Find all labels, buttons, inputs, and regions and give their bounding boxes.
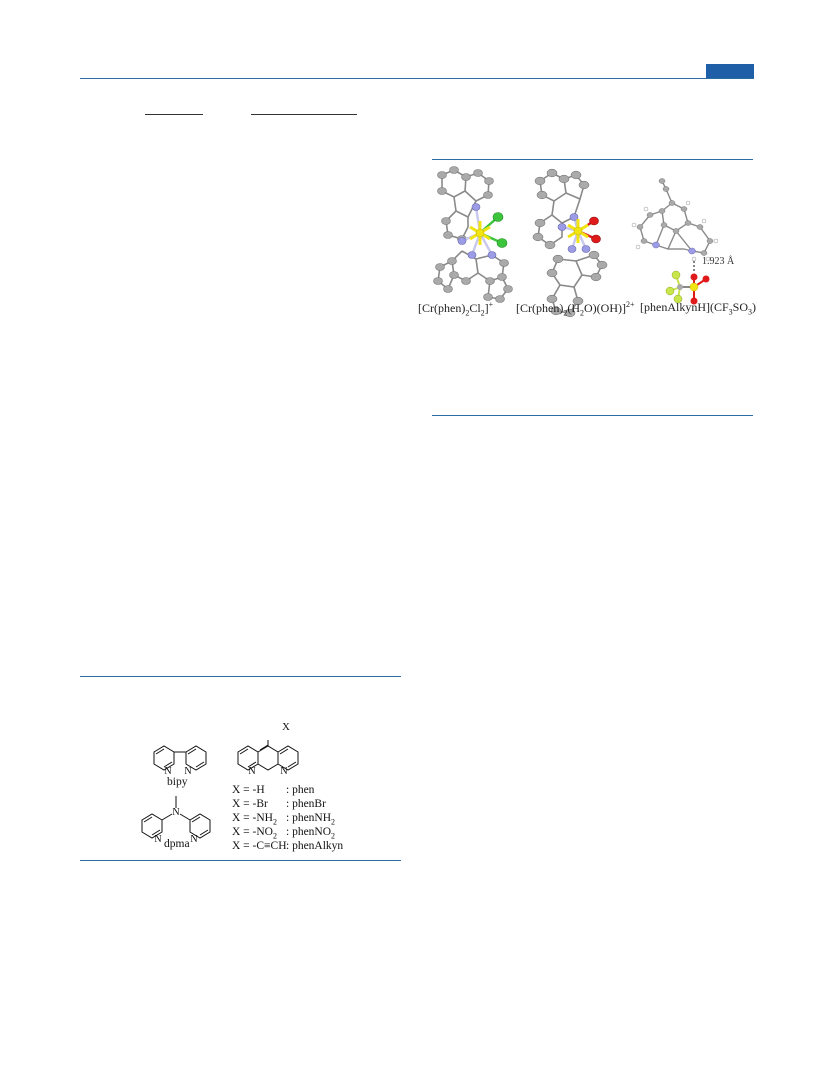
dpma-n-left: N bbox=[154, 834, 161, 845]
dpma-n-center: N bbox=[172, 807, 179, 818]
structure-cr-phen2-cl2 bbox=[433, 166, 513, 303]
caption-1-sub-2: 2 bbox=[480, 308, 485, 318]
bipy-structure bbox=[153, 745, 207, 771]
header-tab bbox=[706, 64, 754, 78]
caption-2-sup: 2+ bbox=[625, 300, 635, 309]
nh2-left-sub: 2 bbox=[272, 817, 277, 827]
underline-2 bbox=[251, 114, 357, 115]
dpma-structure bbox=[141, 796, 211, 839]
no2-left-sub: 2 bbox=[272, 831, 277, 841]
table-row-nh2-right: : phenNH2 bbox=[286, 812, 335, 826]
underline-1 bbox=[145, 114, 203, 115]
caption-3-sub-2: 3 bbox=[748, 307, 753, 317]
caption-1-sup: + bbox=[488, 300, 494, 309]
table-row-br-left: X = -Br bbox=[232, 798, 268, 810]
caption-3-part-b: SO bbox=[732, 300, 749, 314]
header-rule bbox=[80, 78, 754, 79]
caption-1-part-b: Cl bbox=[469, 301, 481, 315]
nh2-right-text: : phenNH bbox=[286, 812, 332, 824]
table-row-h-left: X = -H bbox=[232, 784, 265, 796]
crystal-structures-svg: 1.923 Å bbox=[433, 166, 735, 318]
nh2-right-sub: 2 bbox=[331, 817, 336, 827]
phen-n-right: N bbox=[280, 766, 287, 777]
crystal-structures-figure: 1.923 Å bbox=[432, 165, 753, 355]
figure-bottom-rule bbox=[432, 415, 753, 416]
bipy-n-right: N bbox=[184, 766, 191, 777]
caption-cr-phen2-cl2: [Cr(phen)2Cl2]+ bbox=[418, 300, 493, 317]
phen-x-label: X bbox=[282, 721, 290, 733]
no2-left-text: X = -NO bbox=[232, 826, 273, 838]
table-row-br-right: : phenBr bbox=[286, 798, 326, 810]
structure-cr-phen2-h2o-oh bbox=[532, 168, 608, 318]
dpma-n-right: N bbox=[190, 834, 197, 845]
table-row-nh2-left: X = -NH2 bbox=[232, 812, 277, 826]
caption-2-part-b: (H bbox=[567, 301, 580, 315]
caption-1-part-a: [Cr(phen) bbox=[418, 301, 466, 315]
distance-label: 1.923 Å bbox=[702, 255, 735, 267]
no2-right-sub: 2 bbox=[331, 831, 336, 841]
structure-phenalkynh-triflate: 1.923 Å bbox=[631, 178, 735, 305]
caption-3-sub-1: 3 bbox=[728, 307, 733, 317]
scheme-bottom-rule bbox=[80, 860, 401, 861]
caption-2-sub-1: 2 bbox=[563, 308, 568, 318]
ligand-scheme: N N N N N N N X bbox=[130, 712, 370, 857]
ligand-scheme-svg: N N N N N N N X bbox=[141, 721, 299, 845]
dpma-name: dpma bbox=[164, 838, 190, 850]
bipy-name: bipy bbox=[167, 776, 188, 788]
table-row-alkyn-right: : phenAlkyn bbox=[286, 840, 344, 852]
table-row-h-right: : phen bbox=[286, 784, 315, 796]
caption-1-part-c: ] bbox=[484, 301, 489, 315]
no2-right-text: : phenNO bbox=[286, 826, 332, 838]
table-row-no2-right: : phenNO2 bbox=[286, 826, 335, 840]
phen-structure bbox=[237, 740, 299, 771]
figure-top-rule bbox=[432, 159, 753, 160]
caption-3-part-a: [phenAlkynH](CF bbox=[640, 300, 729, 314]
caption-3-part-c: ) bbox=[752, 300, 757, 314]
caption-cr-phen2-h2o-oh: [Cr(phen)2(H2O)(OH)]2+ bbox=[516, 300, 635, 317]
caption-phenalkynh-triflate: [phenAlkynH](CF3SO3) bbox=[640, 300, 756, 316]
caption-1-sub-1: 2 bbox=[465, 308, 470, 318]
phen-n-left: N bbox=[248, 766, 255, 777]
caption-2-part-a: [Cr(phen) bbox=[516, 301, 564, 315]
nh2-left-text: X = -NH bbox=[232, 812, 273, 824]
bipy-n-left: N bbox=[164, 766, 171, 777]
caption-2-part-c: O)(OH)] bbox=[584, 301, 626, 315]
caption-2-sub-2: 2 bbox=[580, 308, 584, 318]
table-row-no2-left: X = -NO2 bbox=[232, 826, 277, 840]
scheme-top-rule bbox=[80, 676, 401, 677]
table-row-alkyn-left: X = -C≡CH bbox=[232, 840, 287, 852]
